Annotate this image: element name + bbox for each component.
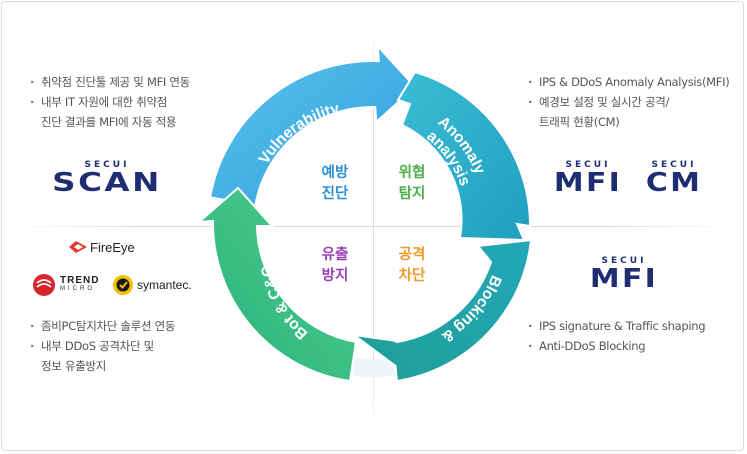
quadrant-text: 탐지 — [398, 186, 426, 202]
bullet-text: 취약점 진단툴 제공 및 MFI 연동 — [41, 75, 190, 89]
quadrant-text: 위협 — [398, 165, 426, 181]
bullet-text-continuation: 진단 결과를 MFI에 자동 적용 — [41, 115, 177, 129]
bullet-text: 예경보 설정 및 실시간 공격/ — [539, 95, 670, 109]
arc-bot-detection — [196, 186, 358, 383]
partner-name: FireEye — [90, 239, 135, 255]
quadrant-attack-blocking: 공격 차단 — [380, 245, 444, 287]
bullet-item: IPS signature & Traffic shaping — [526, 316, 706, 336]
arc-blocking — [353, 238, 533, 383]
quadrant-text: 방지 — [321, 268, 349, 284]
bullet-text: 내부 DDoS 공격차단 및 — [41, 339, 154, 353]
bullet-item: 내부 IT 자원에 대한 취약점 진단 결과를 MFI에 자동 적용 — [28, 92, 190, 132]
logo-product-text: MFI — [589, 264, 659, 294]
logo-brand-text: SECUI — [601, 256, 647, 266]
logo-product-text: MFI — [553, 168, 623, 198]
quadrant-text: 예방 — [321, 165, 349, 181]
quadrant-text: 차단 — [398, 268, 426, 284]
bullet-item: IPS & DDoS Anomaly Analysis(MFI) — [526, 72, 730, 92]
quadrant-prevention: 예방 진단 — [303, 163, 367, 205]
secui-cm-logo: SECUI CM — [634, 160, 714, 196]
partner-name: TREND — [60, 275, 100, 286]
logo-brand-text: SECUI — [565, 160, 611, 170]
quadrant-text: 유출 — [321, 247, 349, 263]
symantec-logo: symantec. — [112, 274, 192, 296]
bullet-item: 취약점 진단툴 제공 및 MFI 연동 — [28, 72, 190, 92]
fireeye-icon — [69, 241, 87, 253]
symantec-icon — [113, 275, 133, 295]
secui-scan-logo: SECUI SCAN — [52, 160, 162, 196]
arc-anomaly — [396, 70, 532, 242]
bullet-item: Anti-DDoS Blocking — [526, 336, 705, 356]
bottom-right-bullets: IPS signature & Traffic shaping Anti-DDo… — [526, 316, 706, 356]
bullet-text: IPS & DDoS Anomaly Analysis(MFI) — [539, 75, 730, 89]
top-left-bullets: 취약점 진단툴 제공 및 MFI 연동 내부 IT 자원에 대한 취약점 진단 … — [28, 72, 190, 132]
trendmicro-icon — [33, 274, 55, 296]
logo-product-text: SCAN — [52, 168, 162, 198]
logo-brand-text: SECUI — [651, 160, 697, 170]
bullet-item: 예경보 설정 및 실시간 공격/ 트래픽 현황(CM) — [526, 92, 729, 132]
bullet-text-continuation: 정보 유출방지 — [41, 359, 107, 373]
bullet-text: IPS signature & Traffic shaping — [539, 319, 706, 333]
bullet-text-continuation: 트래픽 현황(CM) — [539, 115, 620, 129]
quadrant-detection: 위협 탐지 — [380, 163, 444, 205]
fireeye-logo: FireEye — [68, 239, 135, 255]
bottom-left-bullets: 좀비PC탐지차단 솔루션 연동 내부 DDoS 공격차단 및 정보 유출방지 — [28, 316, 175, 376]
top-right-bullets: IPS & DDoS Anomaly Analysis(MFI) 예경보 설정 … — [526, 72, 730, 132]
partner-subname: MICRO — [60, 286, 95, 292]
secui-mfi-logo: SECUI MFI — [548, 160, 628, 196]
logo-brand-text: SECUI — [84, 160, 130, 170]
vertical-divider — [373, 20, 374, 434]
bullet-item: 내부 DDoS 공격차단 및 정보 유출방지 — [28, 336, 175, 376]
quadrant-leak-prevention: 유출 방지 — [303, 245, 367, 287]
bullet-item: 좀비PC탐지차단 솔루션 연동 — [28, 316, 175, 336]
bullet-text: 좀비PC탐지차단 솔루션 연동 — [41, 319, 176, 333]
secui-mfi-logo-bottom: SECUI MFI — [584, 256, 664, 292]
quadrant-text: 공격 — [398, 247, 426, 263]
partner-name: symantec. — [137, 278, 192, 292]
trendmicro-logo: TREND MICRO — [32, 273, 99, 297]
logo-product-text: CM — [645, 168, 703, 198]
bullet-text: 내부 IT 자원에 대한 취약점 — [41, 95, 168, 109]
arc-vulnerability — [208, 43, 417, 207]
bullet-text: Anti-DDoS Blocking — [539, 339, 646, 353]
quadrant-text: 진단 — [321, 186, 349, 202]
